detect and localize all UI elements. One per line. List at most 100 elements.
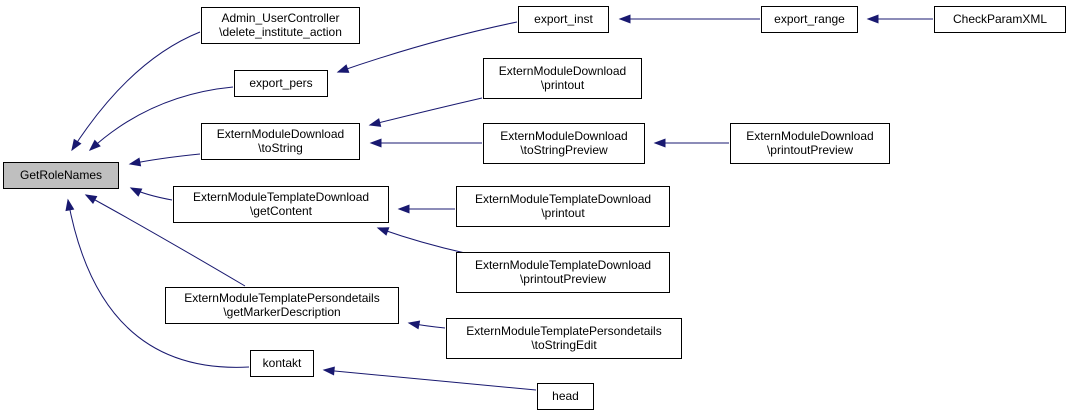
node-label: head <box>552 389 579 403</box>
node-box <box>730 123 890 164</box>
node-label: \toStringEdit <box>531 338 597 352</box>
node-box <box>537 383 594 410</box>
node-label: ExternModuleTemplatePersondetails <box>184 291 379 305</box>
node-label: \getMarkerDescription <box>223 305 340 319</box>
node-box <box>201 7 360 44</box>
node-box <box>518 6 609 33</box>
arrowhead-icon <box>368 118 382 127</box>
arrowhead-icon <box>336 64 350 73</box>
edge-line <box>85 194 246 287</box>
node-emd-tostringpreview[interactable]: ExternModuleDownload\toStringPreview <box>483 123 645 164</box>
node-label: ExternModuleDownload <box>500 129 627 143</box>
node-box <box>3 162 119 189</box>
edge-export_range-to-export_inst <box>618 14 760 24</box>
edge-line <box>337 21 518 73</box>
node-box <box>483 123 645 164</box>
node-label: ExternModuleTemplateDownload <box>475 192 651 206</box>
edge-admin_delete-to-getrolenames <box>71 31 201 152</box>
node-label: \delete_institute_action <box>219 25 342 39</box>
node-label: \printoutPreview <box>520 272 606 286</box>
arrowhead-icon <box>407 320 421 330</box>
node-label: ExternModuleTemplatePersondetails <box>466 324 661 338</box>
node-admin-delete[interactable]: Admin_UserController\delete_institute_ac… <box>201 7 360 44</box>
node-box <box>934 6 1066 33</box>
node-label: \printout <box>541 78 585 92</box>
edge-emd_printout-to-emd_tostring <box>368 97 483 127</box>
node-getrolenames[interactable]: GetRoleNames <box>3 162 119 189</box>
node-kontakt[interactable]: kontakt <box>250 350 314 377</box>
node-emd-printoutpreview[interactable]: ExternModuleDownload\printoutPreview <box>730 123 890 164</box>
node-box <box>456 186 670 227</box>
node-label: ExternModuleDownload <box>746 129 873 143</box>
arrowhead-icon <box>128 157 142 167</box>
node-label: kontakt <box>263 356 302 370</box>
node-export-inst[interactable]: export_inst <box>518 6 609 33</box>
arrowhead-icon <box>71 138 82 152</box>
node-layer: GetRoleNames Admin_UserController\delete_… <box>3 6 1066 410</box>
node-box <box>234 70 328 97</box>
node-box <box>761 6 858 33</box>
edge-head-to-kontakt <box>322 366 537 391</box>
node-label: ExternModuleTemplateDownload <box>193 190 369 204</box>
node-box <box>250 350 314 377</box>
arrowhead-icon <box>397 204 410 214</box>
node-checkparamxml[interactable]: CheckParamXML <box>934 6 1066 33</box>
arrowhead-icon <box>88 139 101 151</box>
arrowhead-icon <box>322 366 335 376</box>
node-box <box>456 252 670 293</box>
node-emtd-getcontent[interactable]: ExternModuleTemplateDownload\getContent <box>173 186 389 223</box>
node-emtd-printoutpreview[interactable]: ExternModuleTemplateDownload\printoutPre… <box>456 252 670 293</box>
edge-export_inst-to-export_pers <box>336 21 518 73</box>
node-box <box>201 123 360 160</box>
node-label: export_pers <box>249 76 312 90</box>
edge-export_pers-to-getrolenames <box>88 86 234 151</box>
node-box <box>165 287 399 324</box>
arrowhead-icon <box>129 187 143 197</box>
node-export-range[interactable]: export_range <box>761 6 858 33</box>
edge-line <box>67 199 250 368</box>
arrowhead-icon <box>84 194 98 205</box>
edge-emtp_tostringedit-to-emtp_getmarker <box>407 320 446 330</box>
edge-line <box>129 153 201 165</box>
node-label: \toStringPreview <box>520 143 608 157</box>
node-emtd-printout[interactable]: ExternModuleTemplateDownload\printout <box>456 186 670 227</box>
node-label: \printoutPreview <box>767 143 853 157</box>
edge-emd_tostringpreview-to-emd_tostring <box>369 138 483 148</box>
arrowhead-icon <box>376 227 390 236</box>
arrowhead-icon <box>618 14 631 24</box>
node-box <box>446 318 682 359</box>
node-label: GetRoleNames <box>20 168 102 182</box>
node-emtp-tostringedit[interactable]: ExternModuleTemplatePersondetails\toStri… <box>446 318 682 359</box>
node-label: ExternModuleDownload <box>499 64 626 78</box>
edge-line <box>369 97 483 126</box>
edge-emd_tostring-to-getrolenames <box>128 153 201 167</box>
edge-line <box>377 227 466 254</box>
arrowhead-icon <box>65 198 75 212</box>
node-emd-printout[interactable]: ExternModuleDownload\printout <box>483 58 642 99</box>
edge-layer <box>65 14 933 391</box>
arrowhead-icon <box>653 138 666 148</box>
edge-emtd_getcontent-to-getrolenames <box>129 187 173 201</box>
edge-emtd_printoutpreview-to-emtd_getcontent <box>376 227 466 254</box>
node-label: export_inst <box>534 12 593 26</box>
node-emd-tostring[interactable]: ExternModuleDownload\toString <box>201 123 360 160</box>
edge-emd_printoutpreview-to-emd_tostringpreview <box>653 138 730 148</box>
edge-kontakt-to-getrolenames <box>65 198 250 368</box>
edge-line <box>89 86 234 151</box>
node-label: \getContent <box>250 204 313 218</box>
node-label: export_range <box>774 12 845 26</box>
node-label: \printout <box>541 206 585 220</box>
node-export-pers[interactable]: export_pers <box>234 70 328 97</box>
node-label: CheckParamXML <box>953 12 1047 26</box>
edge-checkparamxml-to-export_range <box>866 14 933 24</box>
node-box <box>173 186 389 223</box>
node-emtp-getmarker[interactable]: ExternModuleTemplatePersondetails\getMar… <box>165 287 399 324</box>
node-label: \toString <box>258 141 303 155</box>
node-box <box>483 58 642 99</box>
node-label: Admin_UserController <box>221 11 339 25</box>
arrowhead-icon <box>369 138 382 148</box>
node-label: ExternModuleDownload <box>217 127 344 141</box>
edge-emtd_printout-to-emtd_getcontent <box>397 204 455 214</box>
node-head[interactable]: head <box>537 383 594 410</box>
